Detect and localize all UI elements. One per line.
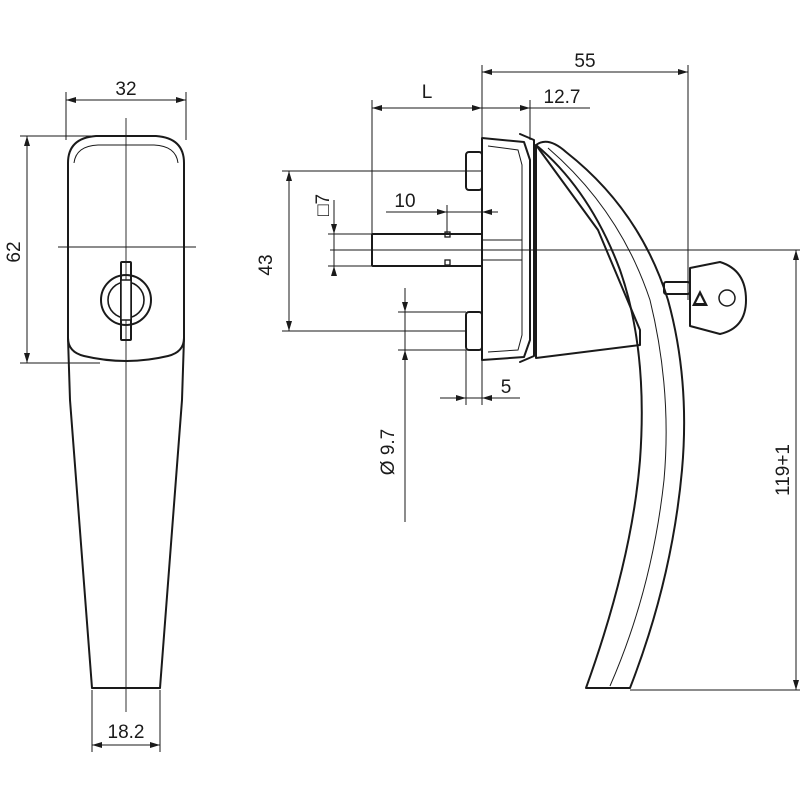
front-bottom-width-label: 18.2 — [108, 722, 145, 743]
handle-height-label: 119+1 — [773, 444, 794, 496]
side-backplate-outline — [481, 137, 531, 361]
side-cover-outline — [519, 133, 535, 363]
front-height-label: 62 — [4, 241, 25, 262]
lower-screw-head — [465, 311, 483, 351]
screw-depth-label: 5 — [501, 377, 512, 398]
overall-depth-label: 55 — [574, 51, 595, 72]
screw-spacing-label: 43 — [256, 254, 277, 275]
side-lever-inner-line — [547, 147, 667, 687]
dim-spindle-square: □7 — [313, 194, 372, 276]
dim-front-height: 62 — [4, 135, 100, 364]
side-view: 55 L 12.7 □7 — [256, 51, 800, 691]
side-lever-outline — [535, 140, 686, 689]
spindle-square-label: □7 — [313, 194, 334, 216]
dim-screw-spacing: 43 — [256, 170, 466, 332]
spindle-offset-label: 10 — [394, 191, 415, 212]
rose-depth-label: 12.7 — [544, 87, 581, 108]
side-hub-outline — [535, 144, 641, 359]
lock-cylinder-icon — [100, 261, 152, 341]
dim-spindle-offset: 10 — [386, 191, 498, 234]
spindle-length-label: L — [422, 82, 433, 103]
front-view: 32 62 18.2 — [4, 79, 196, 752]
spindle — [371, 231, 522, 267]
dim-overall-depth: 55 — [481, 51, 689, 300]
dim-screw-depth: 5 — [440, 350, 520, 405]
side-backplate-inner — [487, 145, 523, 353]
dim-screw-diameter: Ø 9.7 — [378, 288, 466, 522]
dim-rose-depth: 12.7 — [482, 87, 590, 140]
dim-front-bottom-width: 18.2 — [91, 690, 161, 752]
front-width-label: 32 — [115, 79, 136, 100]
front-rose-inner-rim — [73, 144, 179, 164]
key-icon — [663, 261, 747, 335]
dim-front-width: 32 — [65, 79, 187, 140]
screw-diameter-label: Ø 9.7 — [378, 429, 399, 475]
dim-spindle-length: L — [371, 82, 482, 234]
dim-handle-height: 119+1 — [630, 249, 800, 691]
